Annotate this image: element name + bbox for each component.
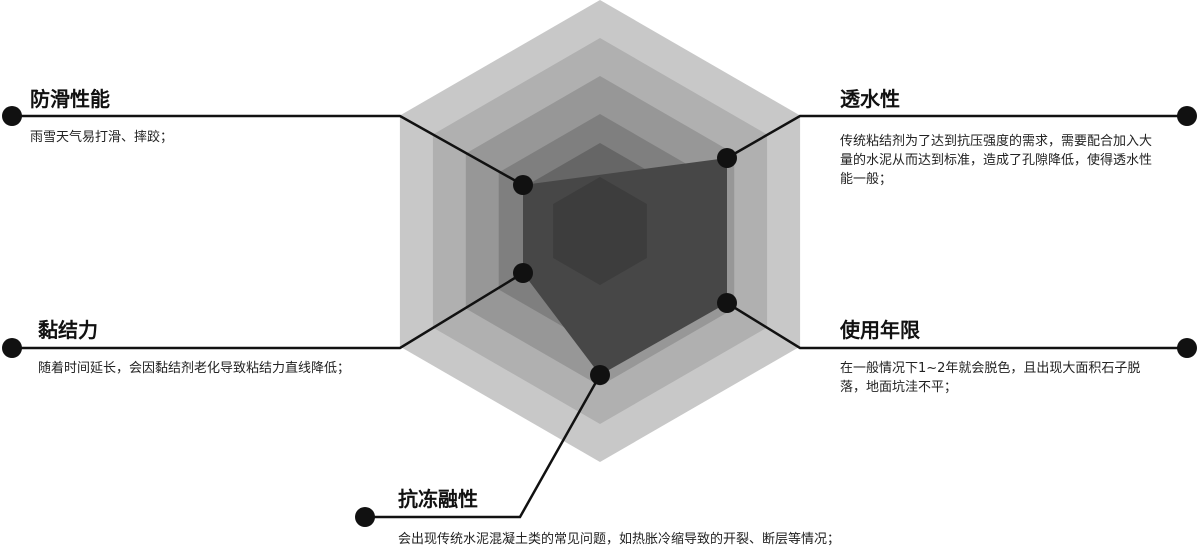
connector-line-freeze-resistance — [365, 374, 602, 519]
label-desc-freeze-resistance: 会出现传统水泥混凝土类的常见问题，如热胀冷缩导致的开裂、断层等情况； — [398, 532, 841, 547]
label-desc-service-life: 在一般情况下1~2年就会脱色，且出现大面积石子脱落，地面坑洼不平； — [840, 361, 1141, 395]
label-desc-permeability: 传统粘结剂为了达到抗压强度的需求，需要配合加入大量的水泥从而达到标准，造成了孔隙… — [840, 134, 1153, 187]
label-title-service-life: 使用年限 — [840, 318, 920, 342]
connector-line-service-life — [726, 301, 1187, 350]
vertex-dot-freeze-resistance — [590, 365, 610, 385]
endpoint-dot-freeze-resistance-outer — [355, 507, 375, 527]
connector-line-anti-slip — [12, 114, 524, 187]
vertex-dot-adhesion — [513, 263, 533, 283]
label-title-permeability: 透水性 — [840, 87, 900, 111]
label-desc-adhesion: 随着时间延长，会因黏结剂老化导致粘结力直线降低； — [38, 361, 351, 376]
label-title-freeze-resistance: 抗冻融性 — [398, 487, 478, 511]
endpoint-dot-anti-slip-outer — [2, 106, 22, 126]
endpoint-dot-service-life-outer — [1177, 338, 1197, 358]
label-title-adhesion: 黏结力 — [38, 318, 98, 342]
vertex-dot-permeability — [717, 148, 737, 168]
label-title-anti-slip: 防滑性能 — [30, 87, 110, 111]
label-desc-anti-slip: 雨雪天气易打滑、摔跤； — [30, 130, 174, 145]
hexagon-core — [553, 177, 647, 285]
vertex-dot-anti-slip — [513, 175, 533, 195]
endpoint-dot-adhesion-outer — [2, 338, 22, 358]
endpoint-dot-permeability-outer — [1177, 106, 1197, 126]
vertex-dot-service-life — [717, 293, 737, 313]
connector-line-permeability — [726, 114, 1187, 160]
connector-line-adhesion — [12, 271, 524, 350]
